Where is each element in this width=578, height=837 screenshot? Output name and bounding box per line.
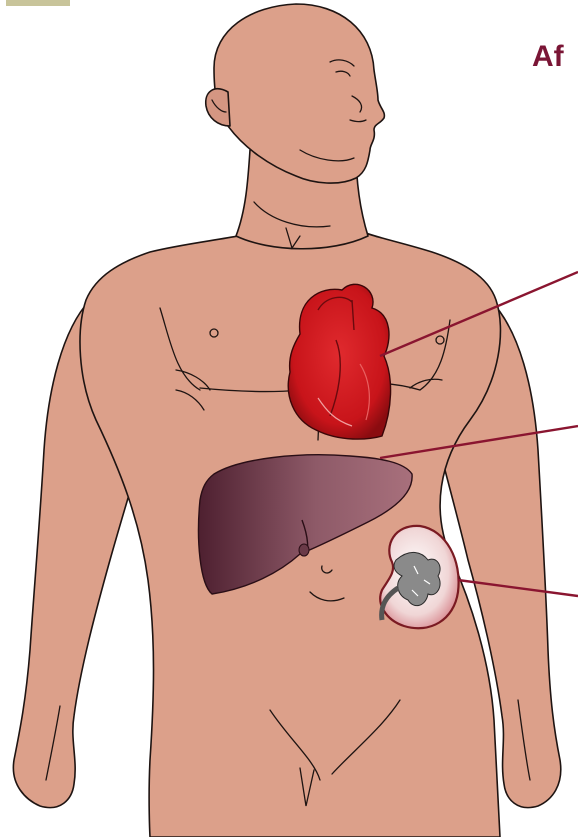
kidney-organ <box>380 526 458 628</box>
head <box>214 4 384 183</box>
accent-bar <box>6 0 70 6</box>
slide-title: Af <box>532 40 565 73</box>
human-body <box>13 4 560 837</box>
